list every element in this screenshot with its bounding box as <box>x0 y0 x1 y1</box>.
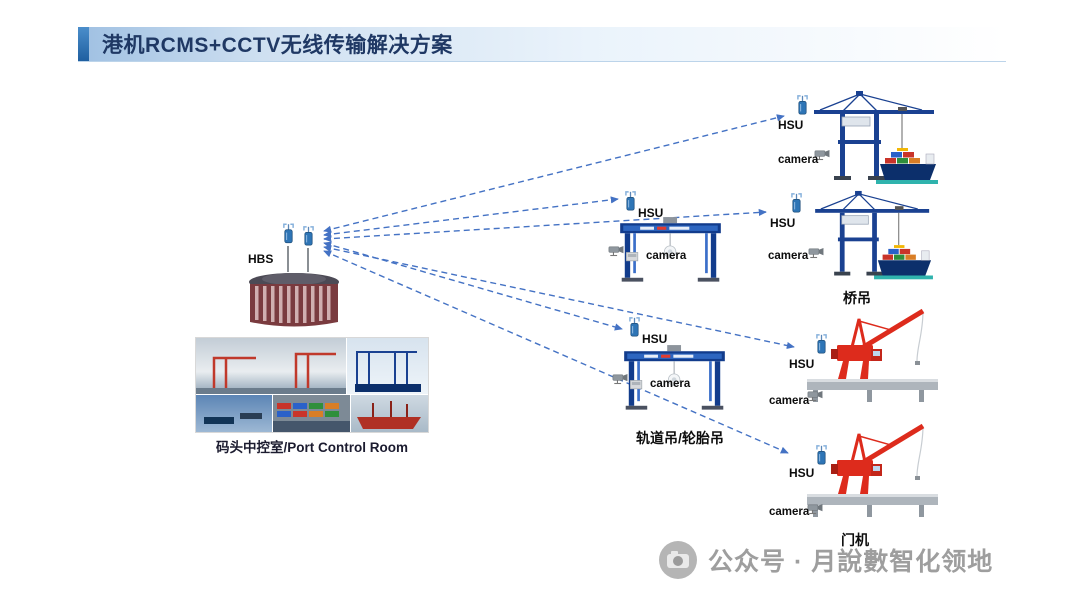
port-photo-1 <box>196 338 346 394</box>
quay-crane-graphic <box>812 90 942 190</box>
control-building-graphic <box>246 270 342 332</box>
hsu-label: HSU <box>789 466 815 480</box>
cluster-portal-crane-1: HSU camera <box>765 303 940 415</box>
hsu-antenna-icon <box>624 190 637 212</box>
hbs-station: HBS <box>248 222 332 274</box>
antenna-mast <box>307 248 309 272</box>
watermark-logo-icon <box>659 541 697 579</box>
cluster-portal-crane-2: HSU camera 门机 <box>765 418 940 548</box>
antenna-mast <box>287 246 289 272</box>
cctv-camera-icon <box>808 246 828 259</box>
port-photo-4 <box>273 395 350 432</box>
cluster-rail-crane-2: HSU camera 轨道吊/轮胎吊 <box>600 314 760 448</box>
port-photo-5 <box>351 395 428 432</box>
control-room-photos <box>196 338 428 432</box>
control-room-caption: 码头中控室/Port Control Room <box>216 440 408 455</box>
quay-crane-graphic <box>810 190 940 285</box>
cluster-quay-crane-2: HSU camera 桥吊 <box>762 190 940 306</box>
camera-label: camera <box>778 154 819 166</box>
cctv-camera-icon <box>807 389 827 402</box>
camera-label: camera <box>646 250 687 262</box>
watermark: 公众号 · 月說數智化领地 <box>658 540 993 580</box>
cctv-camera-icon <box>608 244 628 257</box>
hbs-antenna-icon <box>282 222 295 245</box>
hsu-antenna-icon <box>796 94 809 116</box>
hsu-antenna-icon <box>628 316 641 338</box>
hsu-antenna-icon <box>790 192 803 214</box>
cluster-rail-crane-1: HSU camera <box>596 188 746 290</box>
hsu-label: HSU <box>778 118 804 132</box>
camera-label: camera <box>650 378 691 390</box>
control-building <box>246 270 342 332</box>
equipment-name-label: 门机 <box>841 532 869 548</box>
hsu-antenna-icon <box>815 444 828 466</box>
hbs-antenna-icon <box>302 225 315 247</box>
page-title: 港机RCMS+CCTV无线传输解决方案 <box>102 34 453 57</box>
hsu-label: HSU <box>789 357 815 371</box>
equipment-name-label: 轨道吊/轮胎吊 <box>636 430 724 446</box>
cctv-camera-icon <box>807 502 827 515</box>
hsu-label: HSU <box>642 332 668 346</box>
hbs-label: HBS <box>248 252 274 266</box>
hsu-label: HSU <box>638 206 664 220</box>
slide-header: 港机RCMS+CCTV无线传输解决方案 <box>78 27 1006 62</box>
hsu-label: HSU <box>770 216 796 230</box>
port-photo-3 <box>196 395 272 432</box>
port-photo-2 <box>347 338 428 394</box>
camera-label: camera <box>768 250 809 262</box>
cluster-quay-crane-1: HSU camera <box>770 90 942 192</box>
header-accent-bar <box>78 27 89 61</box>
hsu-antenna-icon <box>815 333 828 355</box>
watermark-text: 公众号 · 月說數智化领地 <box>708 548 994 576</box>
camera-label: camera <box>769 395 810 407</box>
camera-label: camera <box>769 506 810 518</box>
equipment-name-label: 桥吊 <box>843 290 871 306</box>
cctv-camera-icon <box>612 372 632 385</box>
